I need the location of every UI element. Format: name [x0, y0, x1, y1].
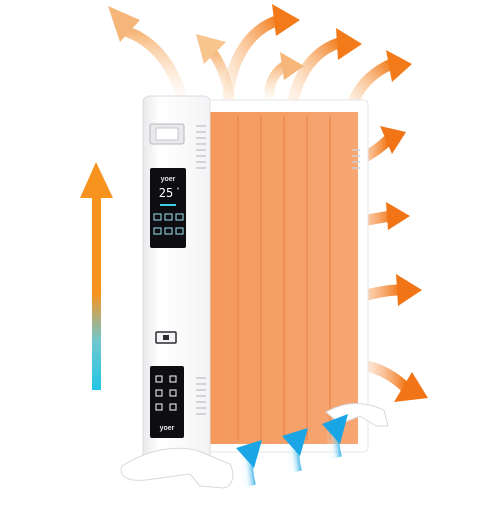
touch-button[interactable]	[175, 227, 184, 235]
top-display-panel: yoer 25 °	[150, 168, 186, 248]
cool-air-arrows	[236, 414, 348, 488]
touch-button[interactable]	[169, 403, 177, 411]
touch-button[interactable]	[169, 375, 177, 383]
touch-button[interactable]	[164, 227, 173, 235]
touch-button[interactable]	[155, 403, 163, 411]
bottom-control-panel: yoer	[150, 366, 184, 438]
power-switch[interactable]	[155, 331, 177, 344]
panel-fins	[237, 116, 331, 440]
touch-button[interactable]	[169, 389, 177, 397]
left-vents-bottom	[196, 377, 206, 415]
air-outlet-grille	[149, 123, 185, 145]
temperature-unit: °	[176, 187, 180, 194]
heater-body: yoer 25 ° yoer	[142, 95, 369, 471]
vertical-heat-arrow	[80, 162, 113, 390]
touch-button[interactable]	[153, 227, 162, 235]
top-touch-buttons	[153, 213, 184, 235]
mode-indicator-icon	[160, 204, 176, 206]
brand-logo-top: yoer	[161, 176, 176, 183]
touch-button[interactable]	[153, 213, 162, 221]
touch-button[interactable]	[164, 213, 173, 221]
brand-logo-bottom: yoer	[160, 425, 175, 432]
heater-feet	[120, 403, 389, 489]
touch-button[interactable]	[155, 389, 163, 397]
left-vents-top	[196, 125, 206, 169]
touch-button[interactable]	[155, 375, 163, 383]
right-vents	[352, 149, 360, 169]
temperature-readout: 25	[159, 186, 173, 200]
touch-button[interactable]	[175, 213, 184, 221]
